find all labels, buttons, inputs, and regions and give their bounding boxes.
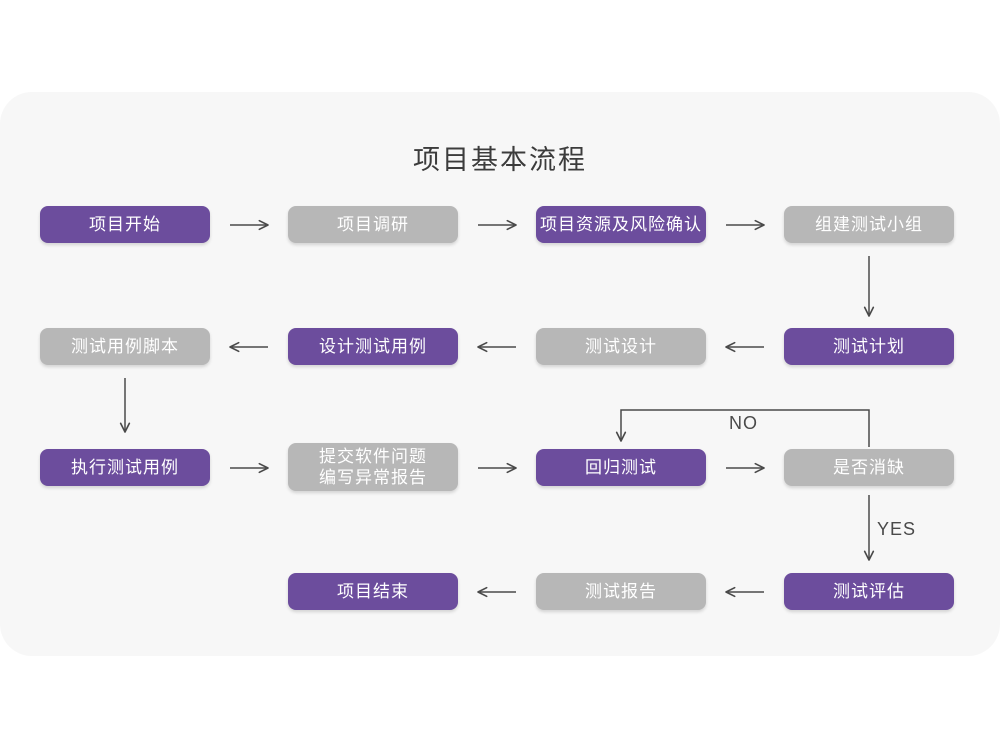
node-test-design: 测试设计 (536, 328, 706, 365)
node-resource-risk-confirm: 项目资源及风险确认 (536, 206, 706, 243)
node-execute-test-cases: 执行测试用例 (40, 449, 210, 486)
node-project-end: 项目结束 (288, 573, 458, 610)
node-defect-resolved: 是否消缺 (784, 449, 954, 486)
node-test-case-script: 测试用例脚本 (40, 328, 210, 365)
node-project-start: 项目开始 (40, 206, 210, 243)
branch-label-no: NO (729, 413, 758, 433)
node-test-evaluation: 测试评估 (784, 573, 954, 610)
diagram-title: 项目基本流程 (413, 145, 587, 175)
node-test-report: 测试报告 (536, 573, 706, 610)
node-regression-test: 回归测试 (536, 449, 706, 486)
node-submit-issue-report: 提交软件问题 编写异常报告 (288, 443, 458, 491)
node-test-plan: 测试计划 (784, 328, 954, 365)
node-design-test-cases: 设计测试用例 (288, 328, 458, 365)
branch-label-yes: YES (877, 519, 917, 539)
node-build-test-team: 组建测试小组 (784, 206, 954, 243)
diagram-card (0, 92, 1000, 656)
node-project-research: 项目调研 (288, 206, 458, 243)
